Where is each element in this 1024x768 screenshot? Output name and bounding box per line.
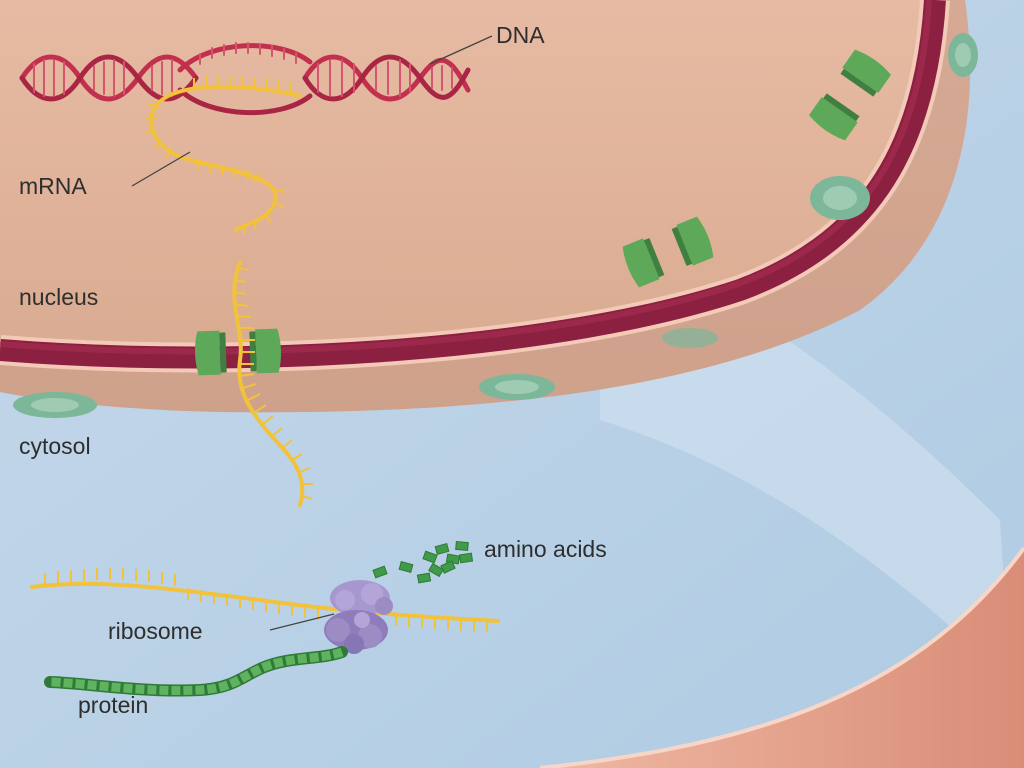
ribosome-label: ribosome — [108, 618, 203, 644]
nuclear-pore — [809, 49, 891, 141]
mrna-label: mRNA — [19, 173, 87, 199]
cell-membrane-edge — [539, 546, 1024, 768]
nuclear-pore — [195, 328, 281, 376]
pore-surface — [13, 392, 97, 418]
dna-label: DNA — [496, 22, 545, 48]
cell-membrane — [540, 548, 1024, 768]
protein-chain — [44, 646, 348, 697]
amino-acids-label: amino acids — [484, 536, 607, 562]
pore-surface — [662, 328, 718, 348]
dna-leader-line — [429, 35, 493, 65]
mrna-transcribing — [145, 76, 302, 234]
mrna-leader-line — [131, 151, 191, 187]
nucleus-label: nucleus — [19, 284, 99, 310]
nuclear-pore — [622, 216, 714, 288]
pore-surface — [810, 176, 870, 220]
ribosome — [324, 580, 393, 654]
mrna-exiting-pore — [232, 260, 313, 507]
ribosome-leader-line — [269, 613, 335, 631]
cytosol-label: cytosol — [19, 433, 91, 459]
dna-helix — [19, 42, 471, 116]
pore-surface — [479, 374, 555, 400]
amino-acids — [372, 540, 474, 584]
mrna-on-ribosome — [30, 568, 500, 632]
pore-surface — [948, 33, 978, 77]
protein-label: protein — [78, 692, 149, 718]
